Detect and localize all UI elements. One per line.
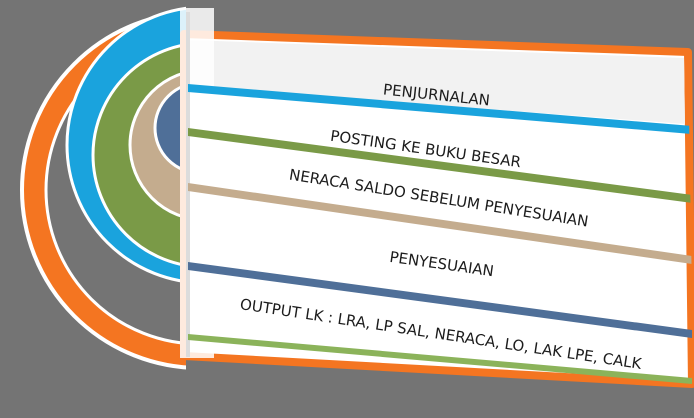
stage-panel-top-band — [188, 40, 685, 124]
band-navy — [188, 262, 692, 338]
band-tan — [188, 183, 692, 264]
band-green — [188, 128, 692, 203]
panel-edge — [180, 8, 214, 358]
band-lightgreen — [188, 334, 692, 384]
band-blue — [188, 84, 692, 134]
